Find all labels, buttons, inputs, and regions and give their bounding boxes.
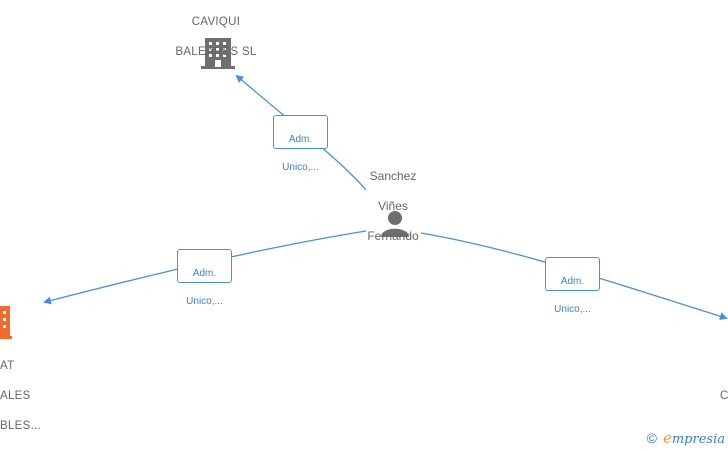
relation-role-line: Adm. xyxy=(288,134,313,145)
company-name-line: AT xyxy=(0,360,15,372)
company-name-line: ALES xyxy=(0,390,31,402)
relation-role-line: Unico,... xyxy=(282,162,319,173)
relation-label-right[interactable]: Adm. Unico,... xyxy=(545,257,600,315)
building-icon-highlighted[interactable] xyxy=(0,306,12,339)
relation-role-line: Adm. xyxy=(560,276,585,287)
copyright-icon: © xyxy=(646,430,657,446)
person-name[interactable]: Sanchez Viñes Fernando xyxy=(343,154,443,244)
relation-role-line: Unico,... xyxy=(554,304,591,315)
relation-label-top[interactable]: Adm. Unico,... xyxy=(273,115,328,173)
company-name-line: C xyxy=(720,390,728,402)
relation-role-line: Adm. xyxy=(192,268,217,279)
company-name-left[interactable]: AT ALES BLES... xyxy=(0,344,50,434)
brand-logo[interactable]: empresia xyxy=(663,429,725,447)
company-name-line: CAVIQUI xyxy=(191,16,241,28)
brand-logo-initial: e xyxy=(662,429,672,447)
brand-footer: © empresia xyxy=(647,429,725,447)
company-name-line: BALEARES SL xyxy=(175,46,257,58)
relation-label-left[interactable]: Adm. Unico,... xyxy=(177,249,232,307)
relation-role-line: Unico,... xyxy=(186,296,223,307)
person-name-line: Sanchez xyxy=(369,169,417,183)
company-name-right[interactable]: C xyxy=(720,374,728,404)
company-name-line: BLES... xyxy=(0,420,42,432)
person-name-line: Fernando xyxy=(367,229,419,243)
company-name-top[interactable]: CAVIQUI BALEARES SL xyxy=(156,0,276,60)
person-name-line: Viñes xyxy=(378,199,408,213)
building-icon[interactable] xyxy=(201,38,235,69)
person-icon[interactable] xyxy=(381,211,409,237)
brand-logo-text: mpresia xyxy=(671,432,725,447)
